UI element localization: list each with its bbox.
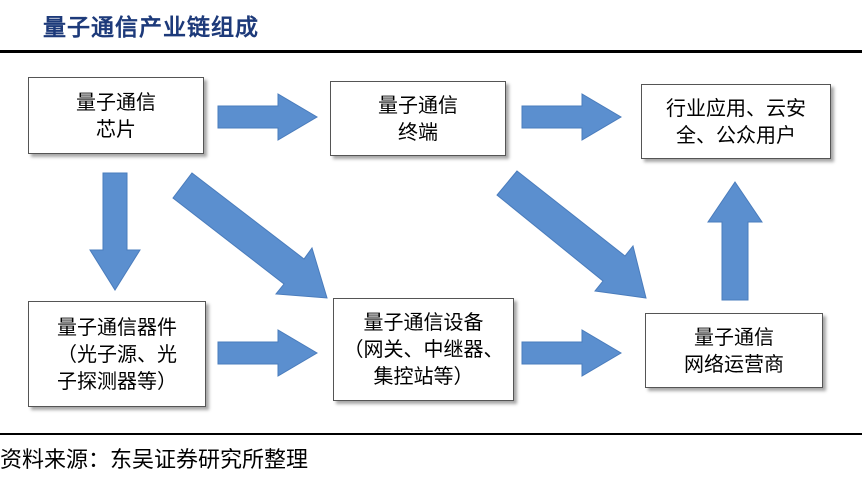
node-label-line: （网关、中继器、 [343, 337, 504, 361]
node-quantum-terminal: 量子通信 终端 [330, 81, 506, 156]
node-quantum-equipment: 量子通信设备 （网关、中继器、 集控站等） [333, 298, 514, 401]
arrow-terminal-to-users [521, 93, 622, 141]
arrow-chip-to-components [89, 172, 141, 291]
node-label-line: 量子通信设备 [363, 310, 484, 334]
node-label-line: 芯片 [96, 116, 136, 141]
top-divider [0, 50, 862, 53]
node-label-line: 量子通信器件 [57, 314, 177, 339]
arrow-equipment-to-operator [521, 329, 622, 377]
source-note: 资料来源：东吴证券研究所整理 [0, 448, 309, 473]
node-label-line: 量子通信 [694, 324, 774, 349]
node-label-line: 终端 [398, 119, 438, 144]
node-quantum-chip: 量子通信 芯片 [28, 77, 204, 154]
node-network-operator: 量子通信 网络运营商 [645, 313, 823, 388]
node-label-line: 量子通信 [378, 92, 458, 117]
node-label-line: 子探测器等） [57, 368, 177, 393]
node-label-line: （光子源、光 [57, 341, 177, 366]
node-industry-users: 行业应用、云安 全、公众用户 [641, 84, 831, 159]
node-label-line: 网络运营商 [684, 351, 784, 376]
arrow-chip-to-terminal [217, 93, 318, 141]
arrow-chip-to-equipment [172, 172, 328, 299]
node-label-line: 全、公众用户 [676, 122, 796, 147]
node-label-line: 集控站等） [373, 364, 474, 388]
node-quantum-components: 量子通信器件 （光子源、光 子探测器等） [28, 301, 206, 407]
arrow-terminal-to-operator [496, 170, 647, 299]
page-title: 量子通信产业链组成 [43, 14, 259, 41]
arrow-operator-to-users [707, 181, 763, 301]
node-label-line: 行业应用、云安 [666, 95, 806, 120]
arrow-components-to-equipment [217, 329, 318, 377]
bottom-divider [0, 433, 862, 435]
node-label-line: 量子通信 [76, 89, 156, 114]
